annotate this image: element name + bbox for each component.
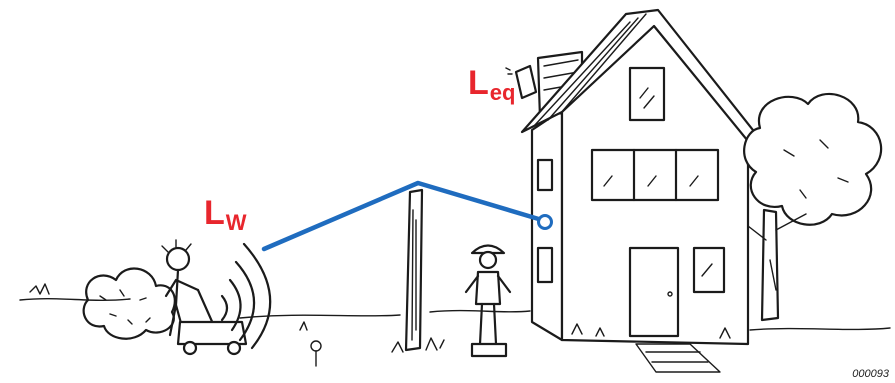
sound-power-label: LW xyxy=(204,196,247,240)
sound-level-subscript: eq xyxy=(490,80,516,105)
fence-post-icon xyxy=(392,190,444,352)
flower-icon xyxy=(311,341,321,366)
tree-icon xyxy=(744,94,881,320)
sound-power-symbol: L xyxy=(204,194,225,232)
receiver-point-icon xyxy=(539,216,552,229)
sound-level-label: Leq xyxy=(468,66,515,110)
bush-left xyxy=(84,269,175,339)
sound-level-symbol: L xyxy=(468,64,489,102)
house-icon xyxy=(522,10,764,372)
person-gardener-icon xyxy=(466,246,510,357)
reference-code: 000093 xyxy=(852,368,889,380)
sound-power-subscript: W xyxy=(226,210,247,235)
